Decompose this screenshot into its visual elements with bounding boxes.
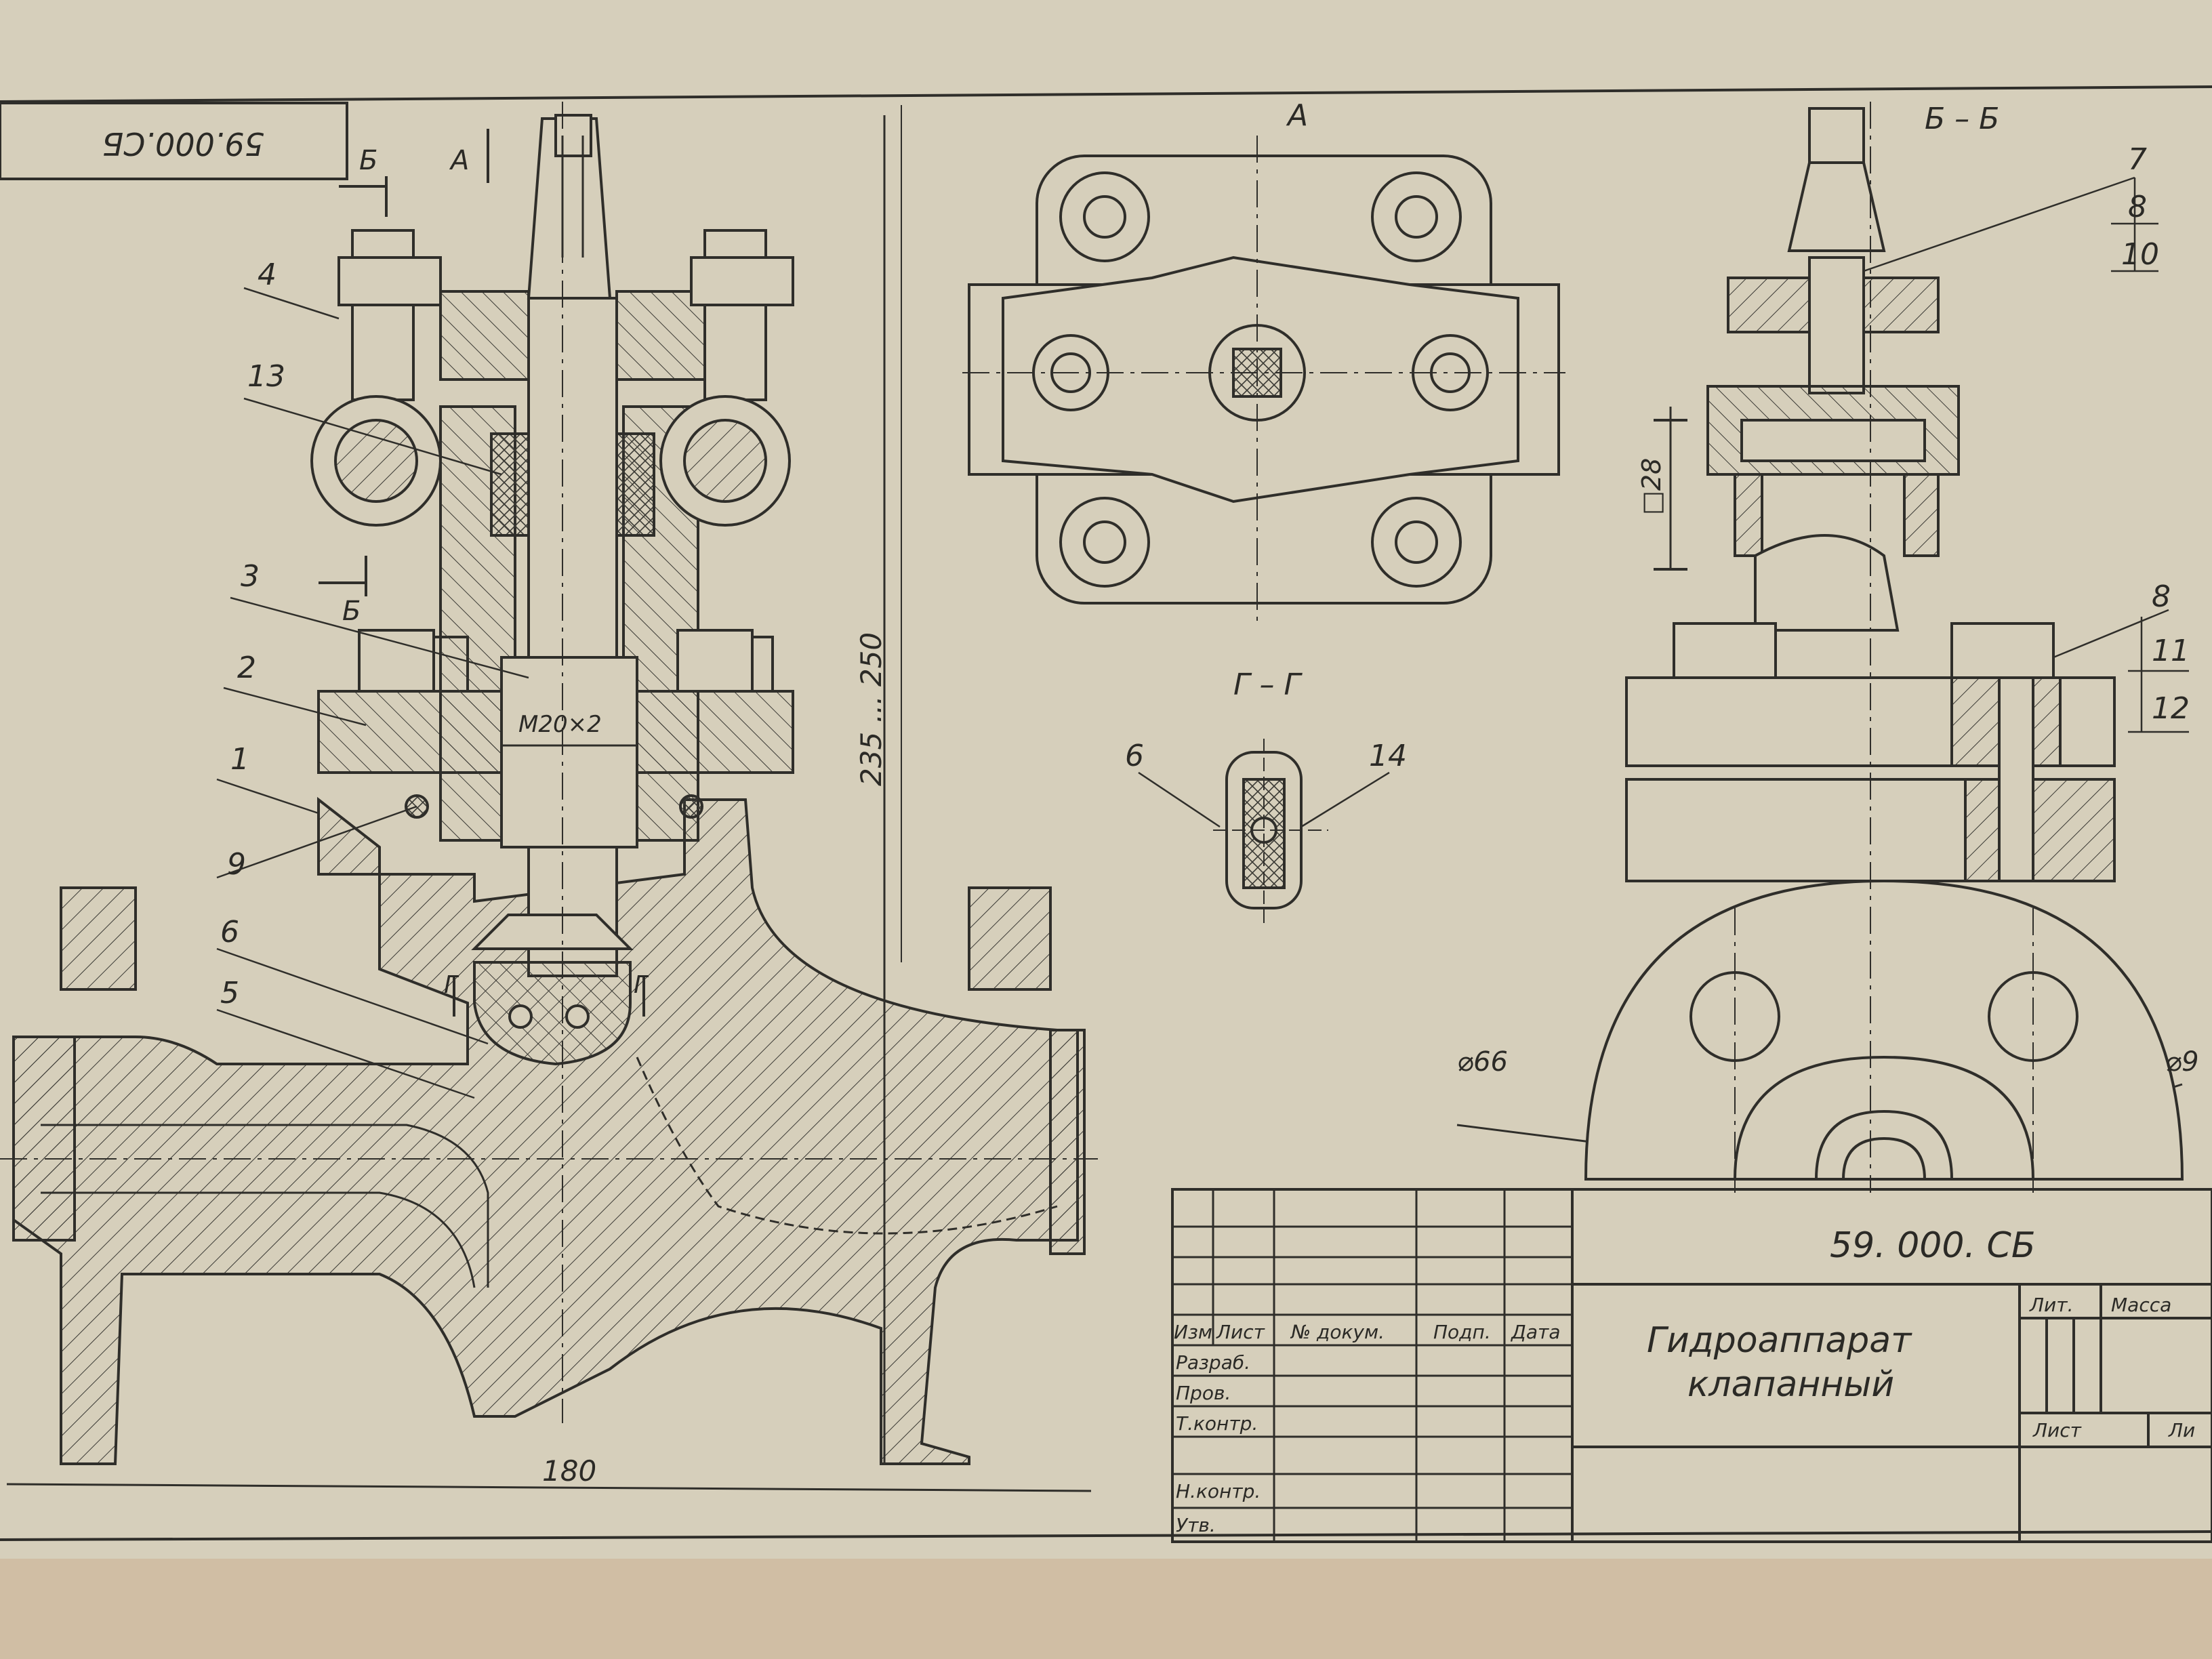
bb-part-8b: 8 (2152, 579, 2171, 614)
tb-row-prov: Пров. (1176, 1382, 1231, 1404)
valve-body (12, 796, 1079, 1465)
gg-part-6: 6 (1125, 739, 1144, 773)
view-a-title: А (1286, 98, 1308, 133)
cut-b-mid: Б (342, 596, 361, 627)
left-flange (60, 886, 137, 991)
valve-disc (473, 961, 632, 1066)
main-section-view (12, 114, 1086, 1465)
stud-right (676, 629, 754, 693)
dim-dia-left: ⌀66 (1457, 1046, 1508, 1078)
tb-massa: Масса (2111, 1294, 2171, 1316)
dim-square: □28 (1637, 458, 1666, 515)
sheet-frame (0, 85, 2212, 1541)
eye-bolt-left (351, 229, 415, 401)
part-6: 6 (220, 915, 239, 949)
part-5: 5 (220, 976, 239, 1010)
title-line2: клапанный (1687, 1364, 1894, 1405)
dim-thread: M20×2 (518, 711, 602, 738)
bb-part-10: 10 (2121, 237, 2159, 272)
right-flange (968, 886, 1052, 991)
o-ring-right (679, 794, 703, 819)
bb-part-12: 12 (2152, 691, 2190, 726)
tb-row-razrab: Разраб. (1176, 1351, 1250, 1374)
tb-row-tkontr: Т.контр. (1176, 1412, 1258, 1435)
part-4: 4 (258, 258, 276, 292)
cut-g-right: Г (634, 971, 649, 999)
bb-part-11: 11 (2152, 634, 2190, 668)
bb-part-7: 7 (2128, 142, 2147, 177)
stamp-top-left (0, 102, 348, 180)
part-1: 1 (230, 742, 249, 777)
valve-stem (527, 297, 618, 977)
gg-part-14: 14 (1369, 739, 1407, 773)
drawing-number: 59. 000. СБ (1830, 1225, 2036, 1266)
section-bb-title: Б – Б (1925, 102, 1999, 136)
dim-overall-height: 235 ... 250 (855, 632, 888, 786)
part-3: 3 (241, 559, 260, 594)
part-2: 2 (237, 651, 256, 685)
part-9: 9 (227, 847, 246, 882)
leader-lines (216, 287, 529, 1099)
view-a (968, 155, 1560, 605)
bb-leaders (1863, 176, 2189, 733)
section-gg (1138, 739, 1390, 928)
cut-g-left: Г (444, 971, 459, 999)
tb-row-utv: Утв. (1176, 1514, 1216, 1536)
stamp-top-left-text: 59.000.СБ (102, 125, 264, 162)
cut-b-top: Б (359, 145, 377, 176)
title-line1: Гидроаппарат (1647, 1320, 1912, 1361)
dim-dia-right: ⌀9 (2165, 1046, 2199, 1078)
tb-lit: Лит. (2029, 1294, 2073, 1316)
stud-left (358, 629, 435, 693)
title-block (1171, 1188, 2212, 1543)
tb-list: Лист (2032, 1419, 2082, 1441)
section-gg-title: Г – Г (1233, 668, 1303, 702)
tb-col-izm: Изм (1174, 1321, 1212, 1343)
tb-col-doc: № докум. (1290, 1321, 1385, 1343)
arrow-a-label: А (449, 145, 469, 176)
tb-col-data: Дата (1510, 1321, 1561, 1343)
tb-row-nkontr: Н.контр. (1176, 1480, 1261, 1502)
packing (490, 432, 530, 537)
dim-overall-length: 180 (542, 1454, 596, 1488)
part-13: 13 (247, 359, 285, 394)
tb-listov: Ли (2168, 1419, 2195, 1441)
tb-col-podp: Подп. (1433, 1321, 1491, 1343)
tb-col-list: Лист (1216, 1321, 1265, 1343)
bb-part-8a: 8 (2128, 190, 2147, 224)
